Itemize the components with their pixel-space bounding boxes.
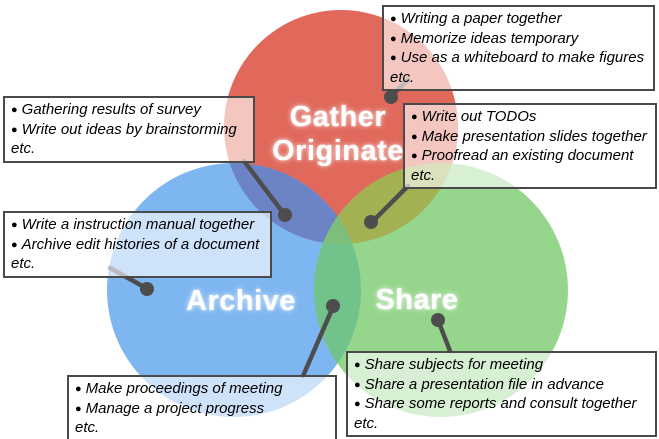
circle-label-gather-line2: Originate (272, 135, 404, 167)
list-footer: etc. (411, 166, 436, 184)
list-item: ●Writing a paper together (390, 10, 647, 30)
bullet-icon: ● (11, 104, 18, 116)
connector-dot-archive-share (326, 299, 340, 313)
list-item: ●Archive edit histories of a document (11, 236, 264, 256)
callout-archive-left: ●Write a instruction manual together ●Ar… (3, 211, 272, 278)
list-item-text: Make proceedings of meeting (85, 380, 283, 397)
list-item: ●Make presentation slides together (411, 128, 649, 148)
bullet-icon: ● (390, 32, 397, 45)
list-footer: etc. (75, 419, 100, 436)
bullet-icon: ● (411, 130, 418, 143)
connector-dot-archive-left (140, 282, 154, 296)
list-footer: etc. (390, 68, 415, 86)
connector-line-gather-left (241, 158, 287, 217)
list-item: ●Write a instruction manual together (11, 216, 264, 236)
list-item-text: Write a instruction manual together (21, 216, 255, 233)
list-item-text: Manage a project progress (85, 399, 265, 417)
bullet-icon: ● (11, 219, 18, 231)
list-item: ●Manage a project progress (75, 400, 329, 420)
list-item: ●Share subjects for meeting (354, 356, 649, 376)
callout-share-bottom: ●Share subjects for meeting ●Share a pre… (346, 351, 657, 437)
callout-gather-share: ●Write out TODOs ●Make presentation slid… (403, 103, 657, 189)
list-footer: etc. (11, 140, 36, 157)
circle-label-gather-line1: Gather (289, 101, 387, 133)
bullet-icon: ● (354, 359, 361, 371)
circle-label-share: Share (375, 284, 459, 316)
list-item-text: Memorize ideas temporary (400, 29, 579, 47)
bullet-icon: ● (354, 398, 361, 410)
bullet-icon: ● (390, 13, 397, 25)
list-item-text: Share some reports and consult together (364, 395, 637, 412)
list-item: ●Gathering results of survey (11, 101, 247, 121)
connector-dot-gather-left (278, 208, 292, 222)
bullet-icon: ● (75, 402, 82, 415)
list-item: ●Make proceedings of meeting (75, 380, 329, 400)
list-item-text: Use as a whiteboard to make figures (400, 49, 645, 66)
list-footer: etc. (11, 255, 36, 272)
callout-gather-left: ●Gathering results of survey ●Write out … (3, 96, 255, 163)
callout-gather-top: ●Writing a paper together ●Memorize idea… (382, 5, 655, 91)
connector-line-gather-share (369, 183, 411, 225)
list-item: ●Proofread an existing document (411, 147, 649, 167)
list-item: ●Use as a whiteboard to make figures (390, 49, 647, 69)
list-item: ●Write out ideas by brainstorming (11, 121, 247, 141)
list-footer: etc. (354, 414, 379, 432)
bullet-icon: ● (11, 238, 18, 251)
list-item-text: Gathering results of survey (21, 101, 201, 118)
overlap-gather-share (314, 163, 458, 244)
list-item-text: Write out TODOs (421, 108, 537, 125)
list-item-text: Archive edit histories of a document (21, 235, 260, 253)
list-item-text: Share a presentation file in advance (364, 375, 604, 393)
bullet-icon: ● (411, 111, 418, 123)
bullet-icon: ● (354, 378, 361, 391)
list-item: ●Share a presentation file in advance (354, 376, 649, 396)
circle-label-gather: Gather Originate (188, 100, 488, 168)
bullet-icon: ● (11, 123, 18, 136)
circle-label-archive: Archive (186, 285, 296, 317)
list-item-text: Write out ideas by brainstorming (21, 120, 237, 138)
list-item-text: Make presentation slides together (421, 127, 647, 145)
connector-dot-share-bottom (431, 313, 445, 327)
list-item-text: Share subjects for meeting (364, 356, 544, 373)
list-item: ●Memorize ideas temporary (390, 30, 647, 50)
bullet-icon: ● (411, 150, 418, 162)
list-item-text: Writing a paper together (400, 10, 562, 27)
callout-archive-share: ●Make proceedings of meeting ●Manage a p… (67, 375, 337, 439)
list-item: ●Write out TODOs (411, 108, 649, 128)
bullet-icon: ● (390, 52, 397, 64)
bullet-icon: ● (75, 383, 82, 395)
list-item-text: Proofread an existing document (421, 147, 634, 164)
connector-line-archive-share (300, 304, 336, 379)
list-item: ●Share some reports and consult together (354, 395, 649, 415)
overlap-gather-archive (224, 163, 361, 244)
connector-dot-gather-top (384, 90, 398, 104)
connector-dot-gather-share (364, 215, 378, 229)
